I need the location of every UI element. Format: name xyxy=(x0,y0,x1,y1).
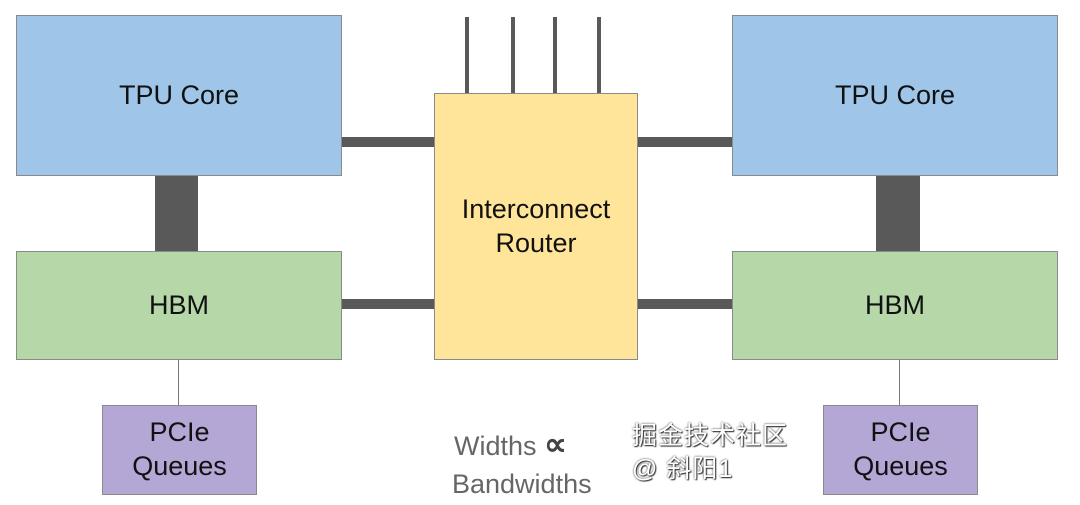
router-external-link xyxy=(511,17,515,94)
proportional-icon: ∝ xyxy=(544,426,567,462)
left-hbm-router-link xyxy=(340,299,436,309)
router-label: Interconnect Router xyxy=(461,193,611,258)
legend-widths-text: Widths xyxy=(454,431,537,461)
watermark: 掘金技术社区 @ 斜阳1 xyxy=(632,422,789,483)
right-hbm: HBM xyxy=(732,251,1058,360)
legend-widths: Widths ∝ xyxy=(454,425,567,463)
router-external-link xyxy=(553,17,557,94)
right-pcie-queues: PCIe Queues xyxy=(823,405,978,495)
right-tpu-router-link xyxy=(636,137,733,147)
left-hbm-pcie-link xyxy=(178,358,179,406)
right-hbm-label: HBM xyxy=(865,289,925,320)
right-tpu-core: TPU Core xyxy=(732,15,1058,176)
right-tpu-hbm-link xyxy=(876,174,920,252)
interconnect-router: Interconnect Router xyxy=(434,93,638,360)
left-pcie-queues: PCIe Queues xyxy=(102,405,257,495)
router-external-link xyxy=(597,17,601,94)
right-hbm-pcie-link xyxy=(899,358,900,406)
legend-bandwidths: Bandwidths xyxy=(452,469,592,499)
router-external-link xyxy=(465,17,469,94)
left-tpu-label: TPU Core xyxy=(118,79,240,110)
left-tpu-core: TPU Core xyxy=(16,15,342,176)
right-tpu-label: TPU Core xyxy=(834,79,956,110)
left-tpu-hbm-link xyxy=(155,174,198,252)
left-pcie-label: PCIe Queues xyxy=(132,417,227,481)
left-hbm-label: HBM xyxy=(149,289,209,320)
right-hbm-router-link xyxy=(636,299,733,309)
right-pcie-label: PCIe Queues xyxy=(853,417,948,481)
left-tpu-router-link xyxy=(340,137,436,147)
left-hbm: HBM xyxy=(16,251,342,360)
